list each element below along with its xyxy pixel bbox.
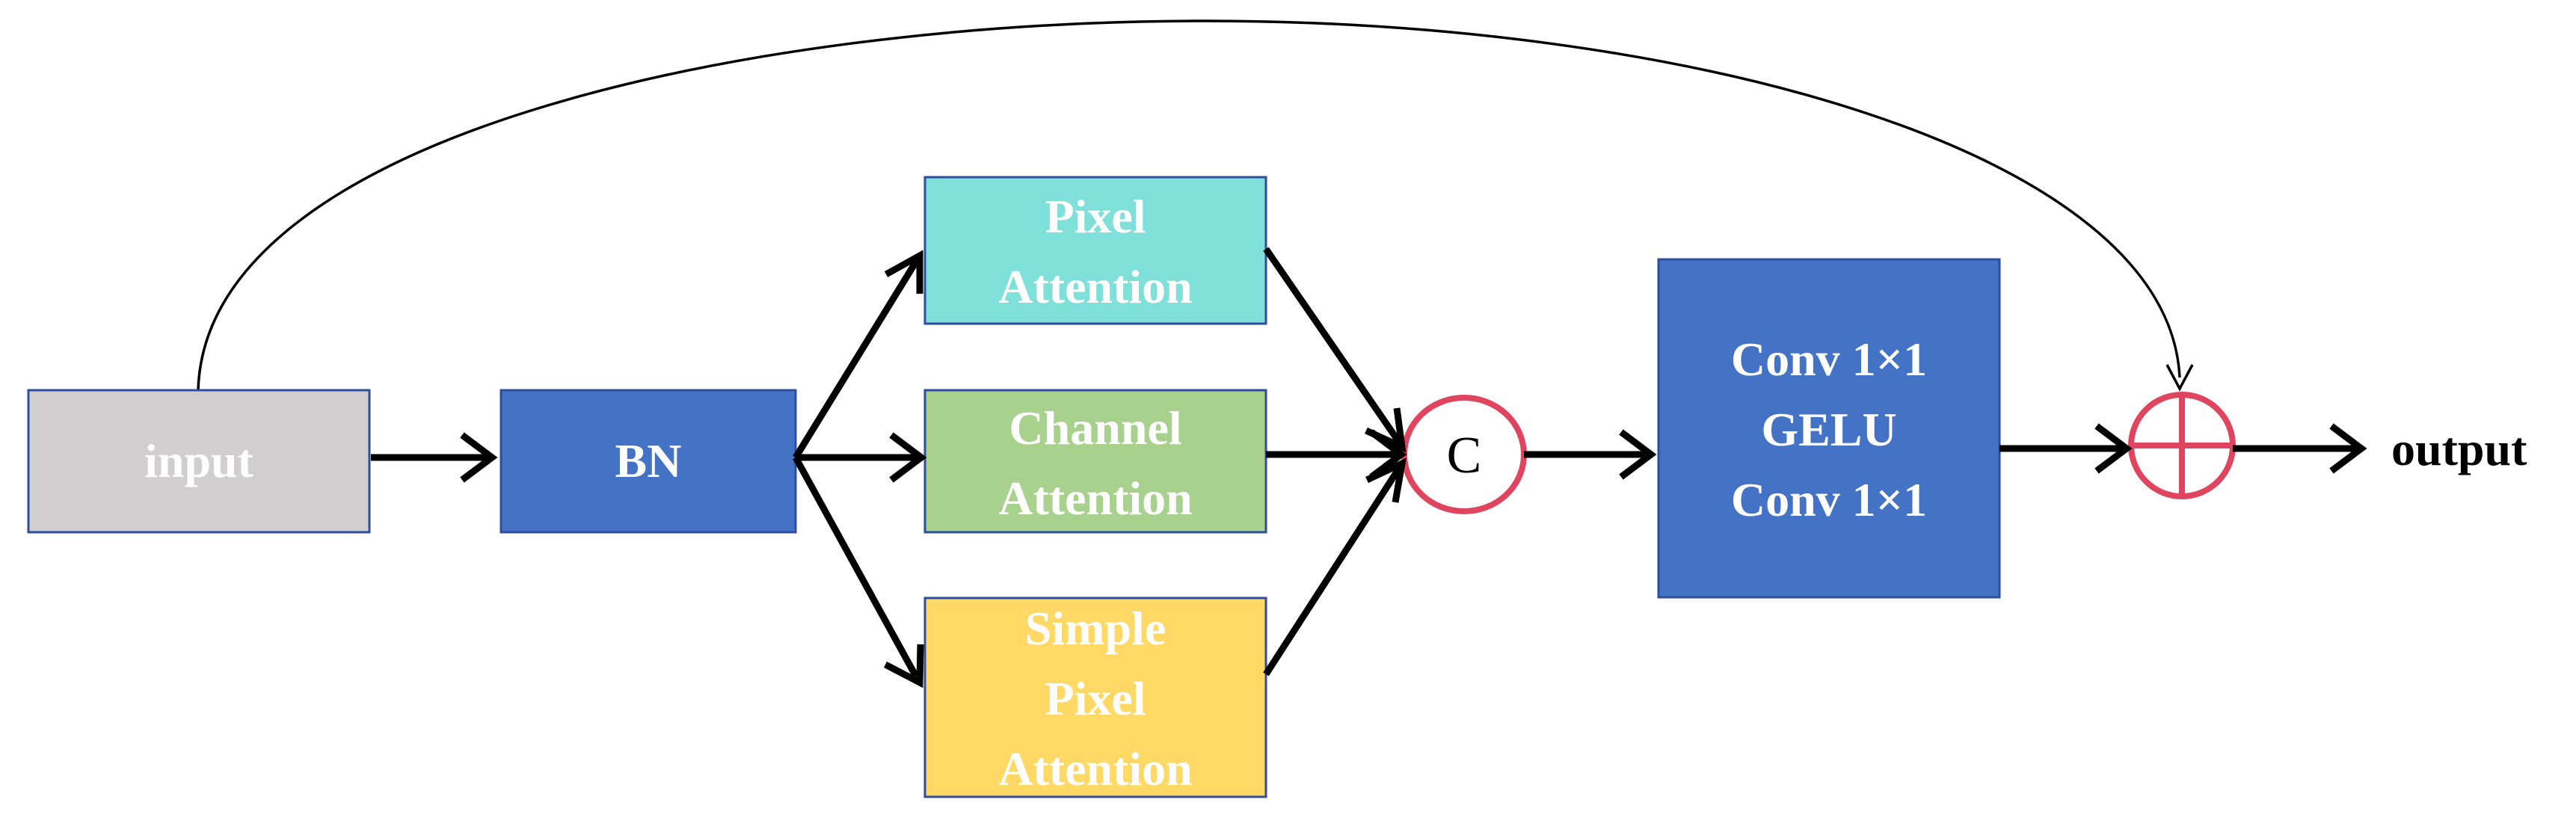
pixel-attention-box [923, 176, 1267, 325]
simple-pixel-attention-box [923, 597, 1267, 798]
pixel-attention-label-line-2: Attention [998, 260, 1193, 313]
bn-node: BN [499, 389, 797, 534]
edge-bn-to-simple-pixel-attention-arrowhead [883, 644, 924, 688]
concat-node: C [1401, 395, 1527, 514]
pixel-attention-node: Pixel Attention [923, 176, 1267, 325]
edge-input-to-bn-arrowhead [460, 432, 498, 483]
add-node [2128, 392, 2236, 499]
edge-concat-to-conv-block-arrowhead [1619, 429, 1657, 480]
simple-pixel-attention-label-line-3: Attention [998, 742, 1193, 795]
simple-pixel-attention-label-line-1: Simple [1025, 602, 1166, 655]
simple-pixel-attention-label-line-2: Pixel [1045, 672, 1146, 725]
conv-block-label-line-2: GELU [1761, 403, 1896, 456]
pixel-attention-label-line-1: Pixel [1045, 190, 1146, 243]
bn-box [499, 389, 797, 534]
input-label: input [144, 434, 254, 487]
edge-bn-to-channel-attention-arrowhead [889, 432, 927, 483]
edge-conv-block-to-add-arrowhead [2094, 423, 2133, 474]
bn-label: BN [615, 434, 682, 487]
channel-attention-label-line-2: Attention [998, 472, 1193, 525]
edge-bn-to-simple-pixel-attention [793, 455, 919, 679]
input-node: input [27, 389, 371, 534]
edges [371, 247, 2367, 688]
edge-bn-to-pixel-attention [793, 259, 919, 460]
edge-pixel-attention-to-concat [1263, 247, 1401, 443]
skip-connection-arrowhead [2165, 364, 2194, 392]
output-label: output [2391, 422, 2527, 475]
edge-add-to-output-arrowhead [2329, 423, 2367, 474]
input-box [27, 389, 371, 534]
edge-simple-pixel-attention-to-concat [1263, 467, 1401, 676]
simple-pixel-attention-node: Simple Pixel Attention [923, 597, 1267, 798]
conv-gelu-block-node: Conv 1×1 GELU Conv 1×1 [1657, 258, 2001, 599]
channel-attention-node: Channel Attention [923, 389, 1267, 534]
edge-simple-pixel-attention-to-concat-arrowhead [1365, 457, 1407, 503]
edge-bn-to-pixel-attention-arrowhead [884, 250, 923, 294]
concat-label: C [1447, 427, 1482, 484]
conv-gelu-block-box [1657, 258, 2001, 599]
channel-attention-box [923, 389, 1267, 534]
skip-connection-arc [197, 19, 2181, 391]
conv-block-label-line-3: Conv 1×1 [1731, 473, 1927, 526]
channel-attention-label-line-1: Channel [1009, 401, 1181, 454]
conv-block-label-line-1: Conv 1×1 [1731, 333, 1927, 386]
